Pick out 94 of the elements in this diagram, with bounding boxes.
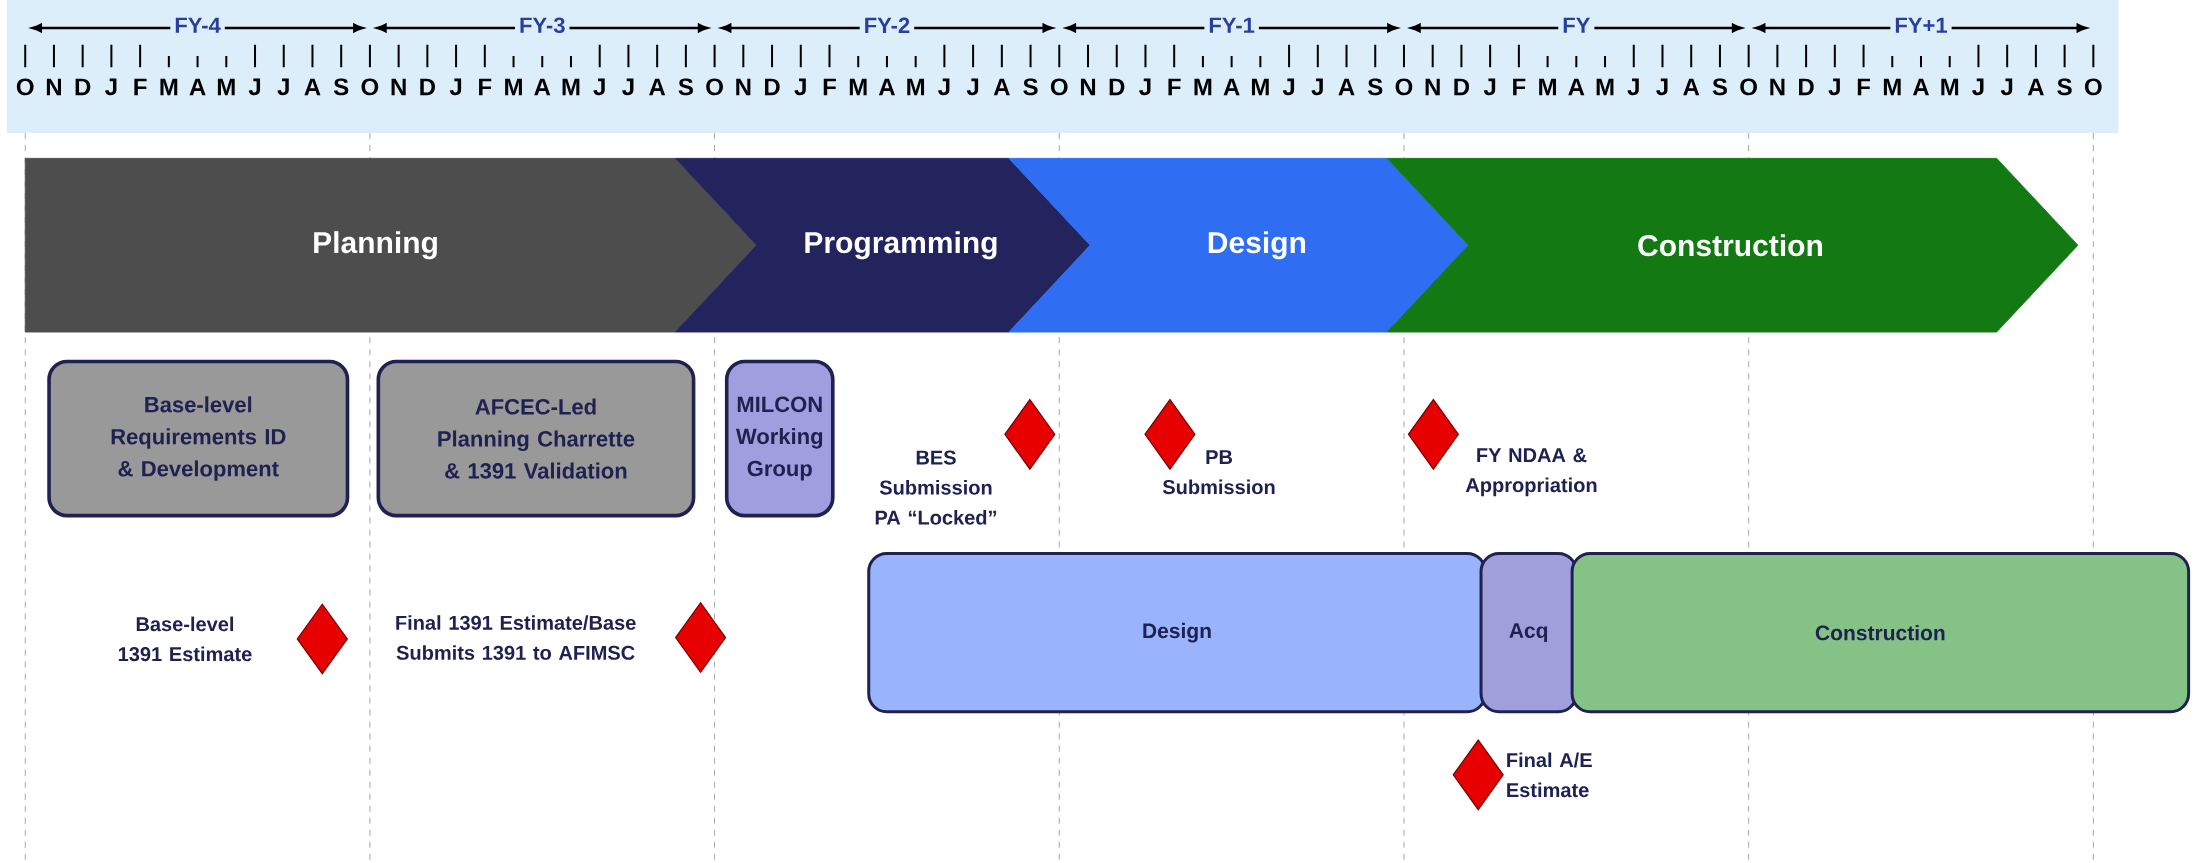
month-letter: N <box>391 78 406 96</box>
month-letter: D <box>1799 78 1814 96</box>
month-letter: J <box>593 78 605 96</box>
month-letter: J <box>1483 78 1496 96</box>
month-letter: O <box>1395 78 1413 96</box>
month-letter: S <box>678 78 693 96</box>
month-letter: N <box>736 78 751 96</box>
month-letter: A <box>534 78 551 96</box>
month-letter: J <box>248 78 261 96</box>
month-letter: J <box>1828 78 1840 96</box>
month-letter: J <box>1656 78 1668 96</box>
month-letter: S <box>1712 78 1727 96</box>
process-box: Base-level Requirements ID & Development <box>47 359 350 518</box>
month-letter: F <box>1168 78 1181 96</box>
month-letter: J <box>1282 78 1295 96</box>
month-letter: A <box>1223 78 1240 96</box>
month-letter: J <box>105 78 117 96</box>
month-letter: D <box>765 78 780 96</box>
month-letter: J <box>794 78 806 96</box>
month-letter: A <box>1683 78 1700 96</box>
month-letter: F <box>1857 78 1870 96</box>
process-box: AFCEC-Led Planning Charrette & 1391 Validation <box>376 359 696 518</box>
month-letter: M <box>1941 78 1959 96</box>
month-letter: A <box>1338 78 1355 96</box>
phase-bar: Construction <box>1570 551 2191 714</box>
month-letter: M <box>1883 78 1901 96</box>
month-letter: J <box>1627 78 1639 96</box>
phase-bar: Acq <box>1479 551 1578 714</box>
month-letter: A <box>878 78 895 96</box>
month-letter: J <box>2000 78 2013 96</box>
month-letter: S <box>1023 78 1038 96</box>
month-letter: O <box>706 78 723 96</box>
month-letter: M <box>505 78 522 96</box>
month-letter: J <box>1139 78 1151 96</box>
month-letter: M <box>217 78 235 96</box>
month-letter: N <box>1425 78 1440 96</box>
month-letter: M <box>907 78 925 96</box>
milestone-label: FY NDAA & Appropriation <box>1465 448 1597 497</box>
month-letter: F <box>823 78 836 96</box>
phase-bar: Design <box>867 551 1487 714</box>
process-box: MILCON Working Group <box>724 359 835 518</box>
milestone-label: Final 1391 Estimate/Base Submits 1391 to AFIMSC <box>396 615 636 660</box>
month-letter: A <box>649 78 666 96</box>
month-letter: S <box>2057 78 2072 96</box>
month-letter: N <box>46 78 61 96</box>
month-letter: O <box>1050 78 1068 96</box>
month-letter: O <box>16 78 34 96</box>
month-letter: A <box>189 78 206 96</box>
month-letter: S <box>1367 78 1383 96</box>
month-letter: O <box>361 78 379 96</box>
month-letter: J <box>449 78 462 96</box>
month-letter: M <box>160 78 178 96</box>
milestone-label: BES Submission PA “Locked” <box>875 450 997 525</box>
month-letter: O <box>2084 78 2102 96</box>
month-letter: M <box>849 78 867 96</box>
phase-band: Planning <box>24 157 758 333</box>
year-label: FY+1 <box>1890 13 1952 37</box>
month-letter: J <box>1311 78 1323 96</box>
month-letter: S <box>333 78 349 96</box>
month-letter: F <box>479 78 492 96</box>
month-letter: A <box>1912 78 1930 96</box>
month-letter: J <box>966 78 979 96</box>
year-label: FY-3 <box>515 13 570 37</box>
month-letter: F <box>1513 78 1526 96</box>
month-letter: J <box>622 78 634 96</box>
phase-band: Construction <box>1386 157 2079 333</box>
phase-band: Programming <box>674 157 1091 333</box>
month-letter: M <box>1251 78 1269 96</box>
year-label: FY <box>1558 13 1595 37</box>
month-letter: M <box>562 78 580 96</box>
month-letter: F <box>134 78 147 96</box>
milestone-label: Base-level 1391 Estimate <box>118 616 252 662</box>
month-letter: N <box>1080 78 1096 96</box>
month-letter: D <box>1109 78 1125 96</box>
month-letter: M <box>1194 78 1212 96</box>
milestone-label: Final A/E Estimate <box>1507 752 1592 798</box>
month-letter: A <box>304 78 321 96</box>
month-letter: A <box>1568 78 1585 96</box>
year-label: FY-4 <box>170 13 225 37</box>
milestone-label: PB Submission <box>1162 450 1275 495</box>
month-letter: M <box>1539 78 1556 96</box>
month-letter: J <box>938 78 950 96</box>
year-label: FY-1 <box>1204 13 1259 37</box>
month-letter: M <box>1596 78 1614 96</box>
month-letter: D <box>1454 78 1470 96</box>
month-letter: D <box>420 78 435 96</box>
month-letter: N <box>1770 78 1785 96</box>
month-letter: A <box>2027 78 2044 96</box>
month-letter: J <box>1972 78 1984 96</box>
month-letter: A <box>993 78 1010 96</box>
month-letter: O <box>1740 78 1757 96</box>
phase-band: Design <box>1008 157 1469 333</box>
month-letter: D <box>75 78 91 96</box>
month-letter: J <box>277 78 289 96</box>
